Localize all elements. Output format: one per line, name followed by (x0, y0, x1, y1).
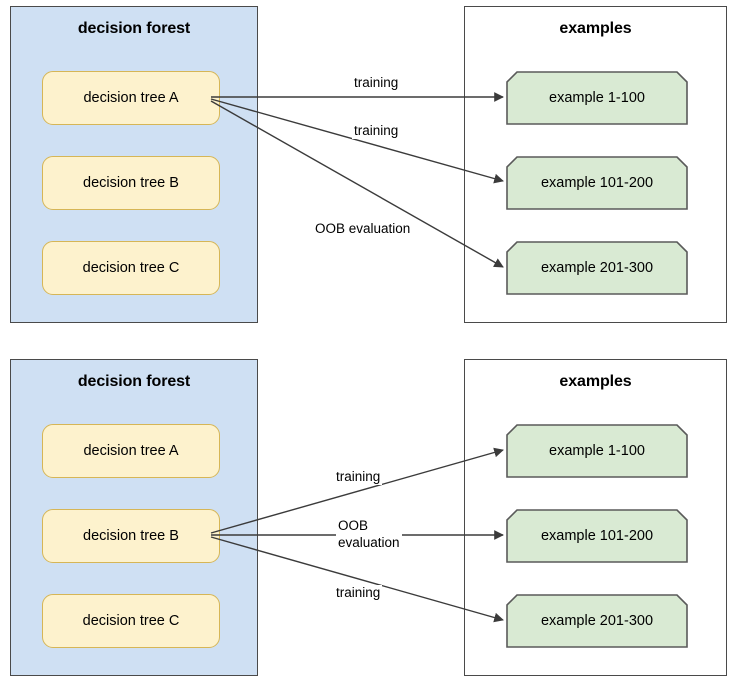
decision-tree-b-label: decision tree B (83, 528, 179, 544)
example-1-100-node[interactable]: example 1-100 (506, 71, 688, 125)
diagram-oob-tree-a: decision forest decision tree A decision… (0, 0, 737, 330)
decision-tree-a-label: decision tree A (83, 443, 179, 459)
example-card-shape (506, 71, 688, 125)
edge-label-oob-line2: evaluation (336, 534, 402, 551)
example-card-shape (506, 241, 688, 295)
decision-forest-panel: decision forest decision tree A decision… (10, 6, 258, 323)
decision-tree-b-node[interactable]: decision tree B (42, 156, 220, 210)
edge-label-training-2: training (334, 585, 383, 601)
example-card-shape (506, 594, 688, 648)
examples-panel: examples example 1-100 example 101-200 e… (464, 359, 727, 676)
example-201-300-node[interactable]: example 201-300 (506, 241, 688, 295)
edge-label-training-1: training (352, 75, 401, 91)
examples-title: examples (559, 20, 632, 37)
decision-forest-title: decision forest (77, 20, 191, 37)
decision-tree-c-node[interactable]: decision tree C (42, 241, 220, 295)
decision-tree-c-node[interactable]: decision tree C (42, 594, 220, 648)
example-101-200-node[interactable]: example 101-200 (506, 156, 688, 210)
decision-tree-a-node[interactable]: decision tree A (42, 424, 220, 478)
edge-label-training-2: training (352, 123, 401, 139)
edge-label-oob-line1: OOB (336, 517, 371, 534)
edge-label-oob-evaluation: OOB evaluation (313, 221, 413, 237)
example-card-shape (506, 156, 688, 210)
example-1-100-node[interactable]: example 1-100 (506, 424, 688, 478)
example-card-shape (506, 509, 688, 563)
examples-panel: examples example 1-100 example 101-200 e… (464, 6, 727, 323)
example-101-200-label: example 101-200 (540, 528, 654, 544)
examples-title: examples (559, 373, 632, 390)
example-101-200-label: example 101-200 (540, 175, 654, 191)
decision-tree-c-label: decision tree C (82, 260, 180, 276)
edge-label-oob-evaluation: OOB evaluation (334, 517, 404, 551)
decision-tree-c-label: decision tree C (82, 613, 180, 629)
edge-label-training-1: training (334, 469, 383, 485)
decision-forest-title: decision forest (77, 373, 191, 390)
decision-tree-b-label: decision tree B (83, 175, 179, 191)
decision-tree-a-node[interactable]: decision tree A (42, 71, 220, 125)
decision-tree-a-label: decision tree A (83, 90, 179, 106)
example-201-300-node[interactable]: example 201-300 (506, 594, 688, 648)
diagram-oob-tree-b: decision forest decision tree A decision… (0, 353, 737, 683)
example-101-200-node[interactable]: example 101-200 (506, 509, 688, 563)
decision-forest-panel: decision forest decision tree A decision… (10, 359, 258, 676)
example-1-100-label: example 1-100 (549, 90, 645, 106)
example-201-300-label: example 201-300 (540, 260, 654, 276)
example-1-100-label: example 1-100 (549, 443, 645, 459)
example-201-300-label: example 201-300 (540, 613, 654, 629)
example-card-shape (506, 424, 688, 478)
decision-tree-b-node[interactable]: decision tree B (42, 509, 220, 563)
